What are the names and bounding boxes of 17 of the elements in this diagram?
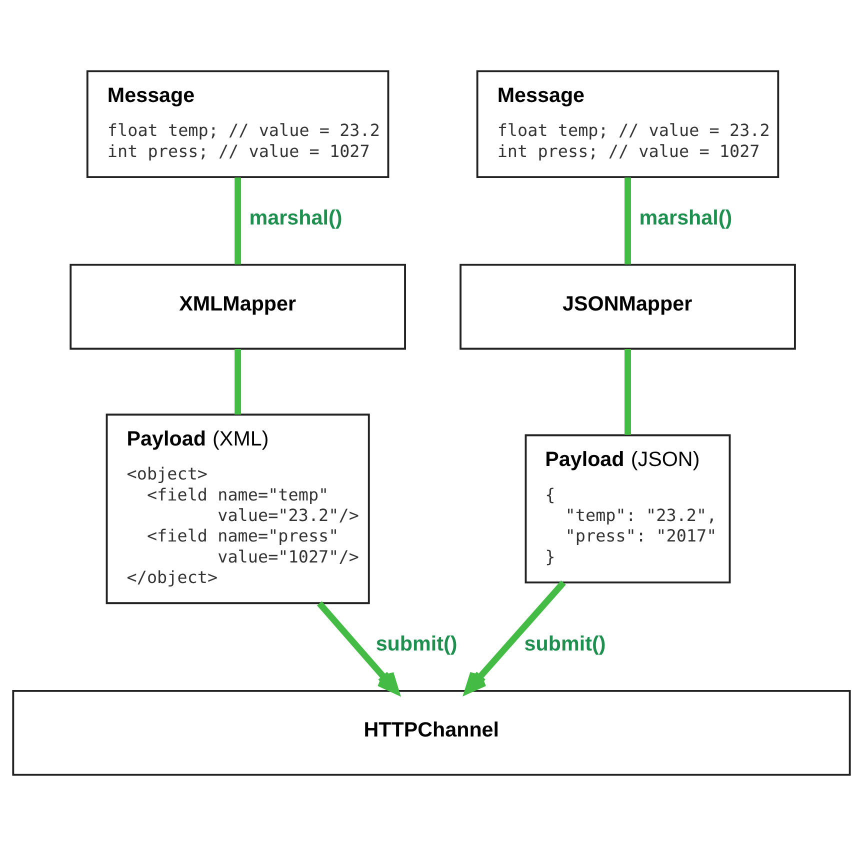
edge-label: submit() [376,632,458,656]
node-box: Message float temp; // value = 23.2 int press; // value = 1027 [476,70,780,178]
node-box: XMLMapper [70,264,406,350]
arrow [464,580,566,694]
node-box: Message float temp; // value = 23.2 int press; // value = 1027 [86,70,390,178]
edge-label: marshal() [249,206,342,230]
arrow [316,601,400,694]
connector [624,348,631,435]
connector [234,178,242,264]
node-box: Payload (JSON) { "temp": "23.2", "press": "2017" } [524,434,731,584]
node-box: HTTPChannel [12,690,851,776]
connector [624,178,631,264]
node-box: JSONMapper [460,264,796,350]
edge-label: submit() [524,632,606,656]
edge-label: marshal() [639,206,732,230]
node-box: Payload (XML) <object> <field name="temp" value="23.2"/> <field name="press" value="1027"/> </object> [106,414,370,604]
connector [234,348,242,414]
